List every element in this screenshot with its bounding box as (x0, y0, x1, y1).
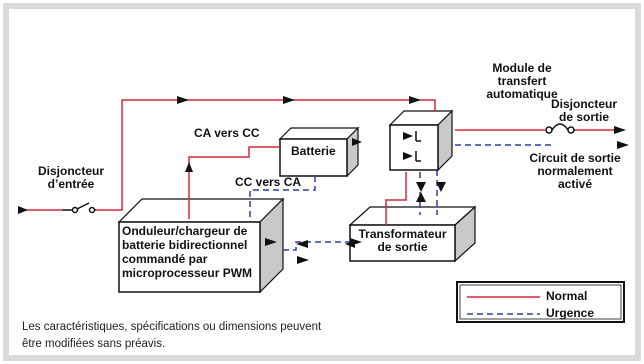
transformateur-box (348, 205, 477, 263)
legend-normal-label: Normal (546, 289, 588, 303)
module-transfert-label: Module de transfert automatique (486, 61, 558, 101)
legend-urgence-label: Urgence (546, 306, 595, 320)
disjoncteur-sortie-label: Disjoncteur de sortie (550, 97, 617, 124)
output-breaker (545, 123, 575, 134)
transfer-module-box (388, 109, 454, 172)
cc-vers-ca-label: CC vers CA (235, 175, 302, 189)
input-breaker (62, 202, 96, 214)
ca-vers-cc-label: CA vers CC (194, 126, 260, 140)
legend-box (456, 281, 625, 323)
onduleur-box (117, 197, 285, 294)
normal-lines (24, 99, 620, 225)
disjoncteur-entree-label: Disjoncteur d’entrée (37, 164, 104, 191)
arrowheads (18, 96, 629, 264)
batterie-label: Batterie (291, 144, 336, 158)
transfer-contacts (415, 131, 421, 162)
circuit-sortie-label: Circuit de sortie normalement activé (529, 151, 621, 191)
transformateur-label: Transformateur de sortie (358, 227, 447, 254)
urgence-lines (249, 144, 555, 251)
disclaimer-note: Les caractéristiques, spécifications ou … (22, 321, 322, 350)
onduleur-label: Onduleur/chargeur de batterie bidirectio… (122, 224, 253, 280)
